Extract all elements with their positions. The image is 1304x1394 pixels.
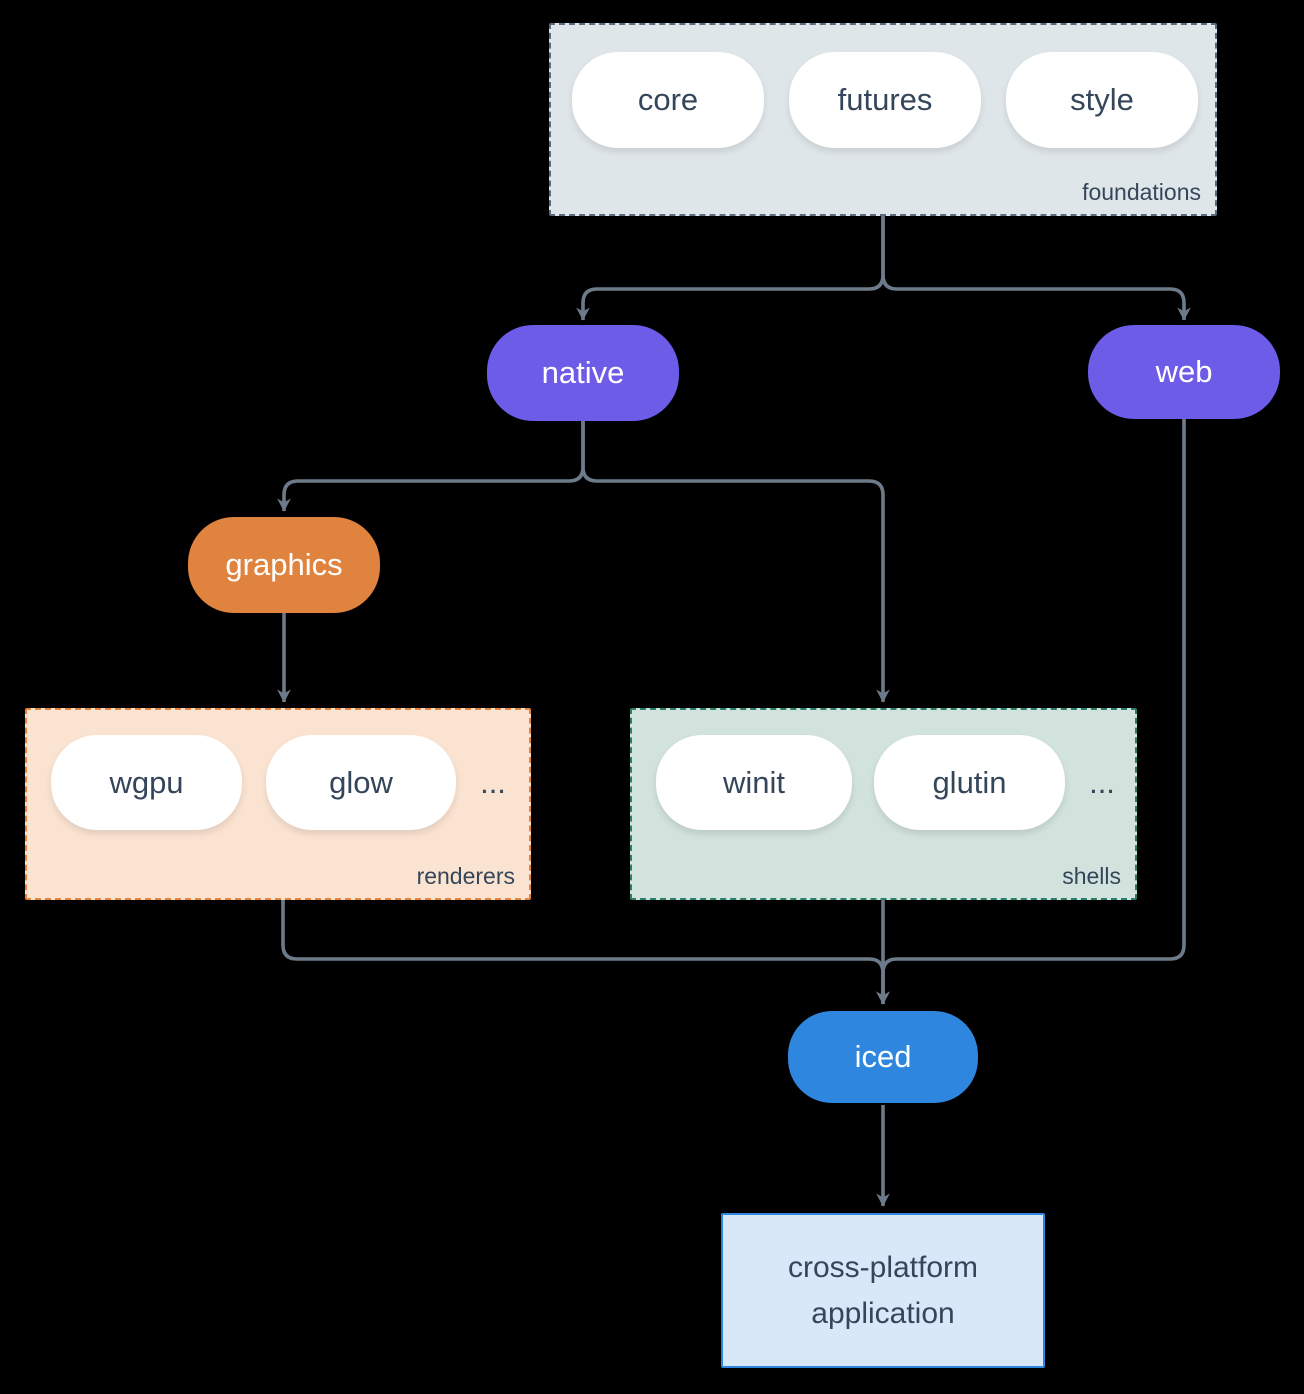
edge-native-shells (581, 421, 890, 703)
node-iced-label: iced (854, 1039, 912, 1074)
edge-foundations-web (881, 216, 1191, 321)
app-label-line2: application (811, 1296, 955, 1330)
node-style-label: style (1070, 82, 1134, 117)
node-wgpu-label: wgpu (109, 764, 184, 800)
app-label-line1: cross-platform (787, 1250, 979, 1284)
node-glow-label: glow (329, 764, 393, 800)
node-wgpu: wgpu (51, 735, 242, 830)
shells-ellipsis: ... (1089, 764, 1115, 800)
shells-group: winit glutin ... shells (630, 708, 1137, 900)
node-futures: futures (789, 52, 981, 148)
node-core: core (572, 52, 764, 148)
node-graphics: graphics (188, 517, 380, 613)
renderers-group-label: renderers (416, 863, 515, 889)
node-core-label: core (637, 82, 699, 117)
node-native: native (487, 325, 679, 421)
node-winit: winit (656, 735, 852, 830)
renderers-group: wgpu glow ... renderers (25, 708, 531, 900)
edge-renderers-iced (281, 900, 890, 1005)
edge-foundations-native (576, 216, 885, 321)
node-glutin-label: glutin (932, 764, 1007, 800)
edge-native-graphics (277, 421, 585, 512)
node-winit-label: winit (722, 764, 785, 800)
edge-web-iced (876, 418, 1186, 1005)
node-iced: iced (788, 1011, 978, 1103)
node-cross-platform-application: cross-platform application (721, 1213, 1045, 1368)
node-native-label: native (541, 355, 625, 390)
foundations-group-label: foundations (1082, 179, 1201, 205)
node-graphics-label: graphics (225, 547, 343, 582)
shells-group-label: shells (1062, 863, 1121, 889)
renderers-ellipsis: ... (480, 764, 506, 800)
node-web-label: web (1155, 354, 1213, 389)
node-glow: glow (266, 735, 456, 830)
node-glutin: glutin (874, 735, 1065, 830)
node-style: style (1006, 52, 1198, 148)
node-web: web (1088, 325, 1280, 419)
node-futures-label: futures (837, 82, 933, 117)
foundations-group: core futures style foundations (549, 23, 1217, 216)
